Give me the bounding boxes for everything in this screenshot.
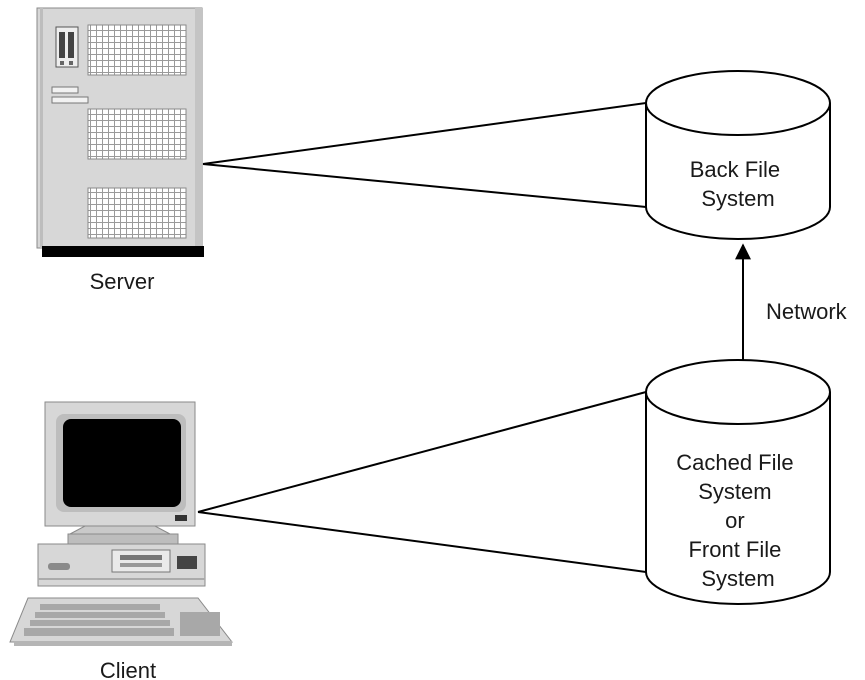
cached-fs-line-3: or (725, 508, 745, 533)
cached-file-system-cylinder (645, 359, 831, 605)
server-connection-lines (202, 102, 647, 208)
back-fs-line-1: Back File (690, 157, 780, 182)
cached-fs-line-4: Front File (688, 537, 781, 562)
client-label: Client (100, 658, 156, 680)
client-connection-lines (197, 391, 647, 573)
back-file-system-label: Back File System (690, 157, 787, 211)
back-file-system-cylinder (645, 70, 831, 240)
back-fs-line-2: System (701, 186, 774, 211)
server-label: Server (90, 269, 155, 294)
cached-fs-line-5: System (701, 566, 774, 591)
cached-file-system-label: Cached File System or Front File System (676, 450, 800, 591)
cached-fs-line-1: Cached File (676, 450, 793, 475)
client-icon (9, 401, 234, 646)
cached-fs-line-2: System (698, 479, 771, 504)
server-icon (36, 7, 204, 257)
network-label: Network (766, 299, 848, 324)
